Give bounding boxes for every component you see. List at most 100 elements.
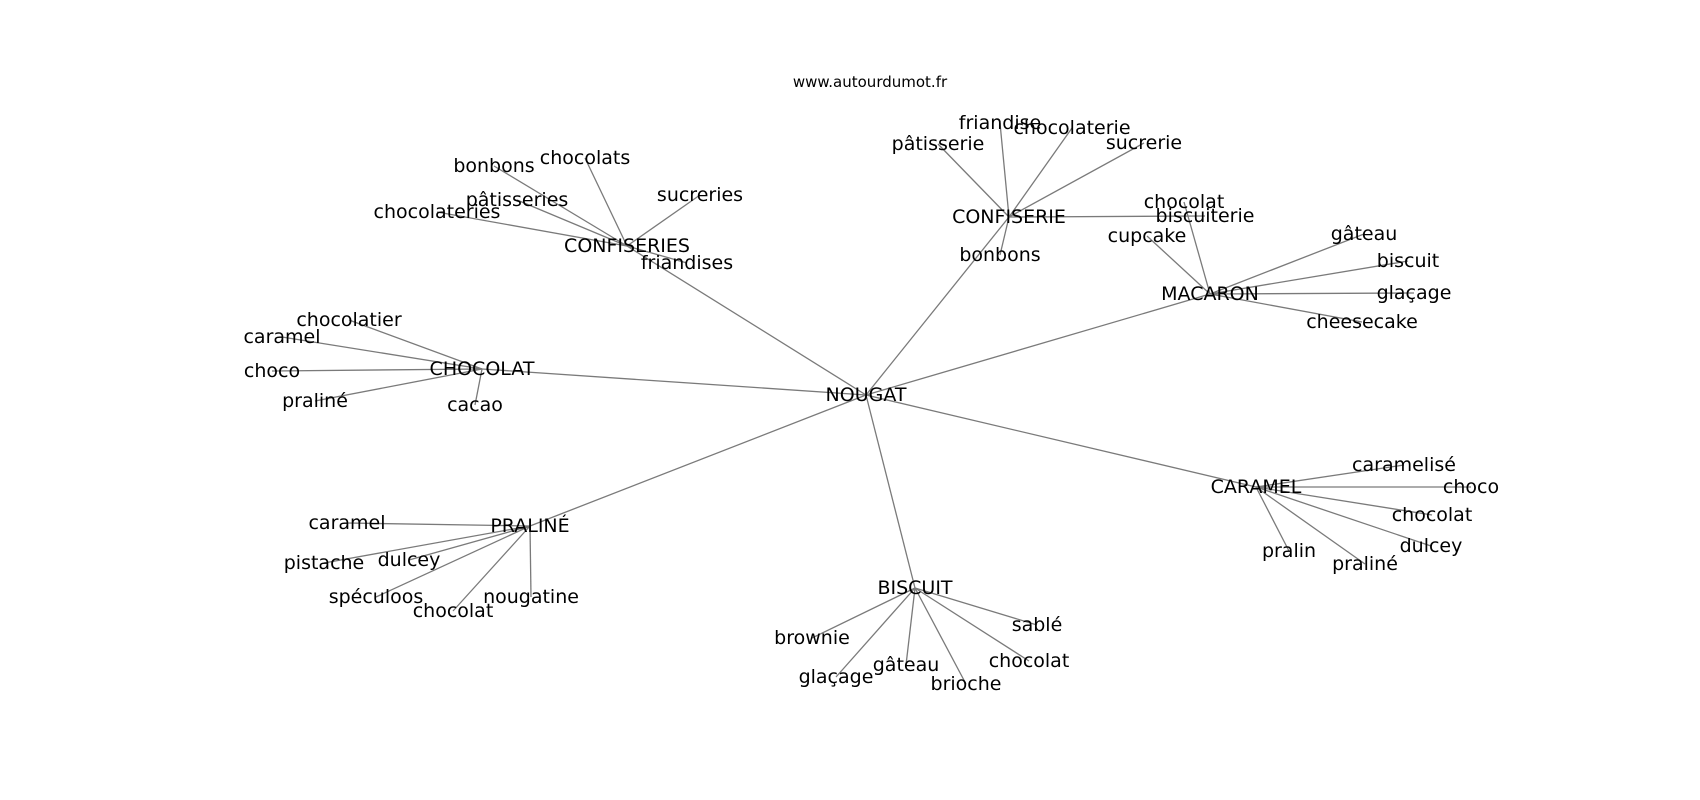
word-node-label: gâteau	[873, 654, 940, 676]
word-node-label: glaçage	[1377, 282, 1452, 304]
hub-node-label: CHOCOLAT	[430, 358, 535, 380]
word-node-label: praliné	[282, 390, 348, 412]
word-node-label: dulcey	[378, 549, 441, 571]
word-node-label: chocolat	[413, 600, 494, 622]
hub-word-edge	[1255, 486, 1290, 552]
word-node-label: caramelisé	[1352, 454, 1456, 476]
center-hub-edge	[865, 293, 1211, 396]
hub-word-edge	[626, 194, 701, 247]
hub-word-edge	[348, 319, 483, 370]
word-node-label: cheesecake	[1306, 311, 1418, 333]
word-node-label: chocolat	[989, 650, 1070, 672]
hub-word-edge	[1209, 293, 1363, 323]
word-node-label: pâtisserie	[892, 133, 985, 155]
hub-word-edge	[626, 245, 688, 264]
center-hub-edge	[865, 394, 1257, 488]
center-hub-edge	[865, 394, 916, 589]
hub-node-label: MACARON	[1161, 283, 1259, 305]
hub-node-label: CONFISERIE	[952, 206, 1066, 228]
word-node-label: pistache	[284, 552, 365, 574]
center-hub-edge	[626, 245, 867, 396]
word-node-label: biscuit	[1377, 250, 1439, 272]
word-node-label: cupcake	[1108, 225, 1187, 247]
hub-word-edge	[914, 587, 967, 685]
word-node-label: chocolateries	[374, 201, 501, 223]
hub-word-edge	[835, 587, 916, 678]
hub-word-edge	[1209, 260, 1409, 295]
hub-word-edge	[516, 199, 628, 247]
hub-word-edge	[1146, 235, 1211, 295]
word-node-label: brownie	[774, 627, 850, 649]
hub-word-edge	[1209, 233, 1365, 295]
word-node-label: caramel	[308, 512, 385, 534]
hub-word-edge	[1008, 215, 1206, 218]
hub-word-edge	[999, 122, 1010, 218]
hub-word-edge	[1255, 464, 1405, 488]
word-node-label: gâteau	[1331, 223, 1398, 245]
word-node-label: praliné	[1332, 553, 1398, 575]
word-node-label: sucreries	[657, 184, 743, 206]
hub-word-edge	[1183, 201, 1211, 295]
center-hub-edge	[865, 216, 1010, 396]
hub-node-label: PRALINÉ	[490, 514, 569, 537]
hub-word-edge	[1255, 486, 1366, 565]
word-node-label: bonbons	[453, 155, 534, 177]
center-node-label: NOUGAT	[826, 384, 907, 406]
word-node-label: cacao	[447, 394, 503, 416]
word-node-label: bonbons	[959, 244, 1040, 266]
source-watermark: www.autourdumot.fr	[793, 73, 948, 91]
hub-word-edge	[1008, 127, 1073, 218]
word-node-label: friandise	[959, 112, 1041, 134]
hub-node-label: BISCUIT	[877, 577, 952, 599]
hub-node-label: CARAMEL	[1211, 476, 1302, 498]
word-node-label: brioche	[931, 673, 1002, 695]
graph-labels: NOUGAT CONFISERIES bonbons chocolats pâtisse…	[243, 112, 1499, 695]
word-node-label: caramel	[243, 326, 320, 348]
hub-word-edge	[474, 368, 483, 406]
word-node-label: glaçage	[799, 666, 874, 688]
hub-word-edge	[452, 525, 531, 612]
word-node-label: nougatine	[483, 586, 579, 608]
hub-word-edge	[1008, 142, 1145, 218]
word-node-label: sucrerie	[1106, 132, 1182, 154]
word-node-label: friandises	[641, 252, 733, 274]
word-node-label: spéculoos	[329, 586, 424, 608]
word-node-label: chocolaterie	[1013, 117, 1130, 139]
hub-word-edge	[914, 587, 1038, 626]
hub-word-edge	[408, 525, 531, 561]
hub-word-edge	[314, 368, 483, 402]
word-node-label: sablé	[1012, 614, 1063, 636]
hub-word-edge	[1255, 486, 1433, 516]
word-node-label: chocolats	[540, 147, 630, 169]
word-node-label: pâtisseries	[466, 189, 569, 211]
hub-word-edge	[375, 525, 531, 598]
hub-word-edge	[493, 165, 628, 247]
hub-word-edge	[281, 336, 483, 370]
word-node-label: choco	[1443, 476, 1499, 498]
center-hub-edge	[529, 394, 867, 527]
hub-word-edge	[436, 211, 628, 247]
hub-word-edge	[529, 525, 532, 598]
hub-node-label: CONFISERIES	[564, 235, 690, 257]
hub-word-edge	[914, 587, 1030, 662]
hub-word-edge	[999, 216, 1010, 256]
word-node-label: chocolatier	[296, 309, 402, 331]
hub-word-edge	[323, 525, 531, 564]
word-node-label: chocolat	[1144, 191, 1225, 213]
word-node-label: pralin	[1262, 540, 1316, 562]
word-node-label: dulcey	[1400, 535, 1463, 557]
hub-word-edge	[811, 587, 916, 639]
hub-word-edge	[584, 157, 628, 247]
hub-word-edge	[937, 143, 1010, 218]
word-node-label: choco	[244, 360, 300, 382]
graph-edges	[271, 122, 1471, 685]
hub-word-edge	[905, 587, 916, 666]
hub-word-edge	[1255, 486, 1432, 547]
center-hub-edge	[481, 368, 867, 396]
hub-word-edge	[1209, 292, 1415, 295]
hub-word-edge	[271, 368, 483, 372]
word-node-label: chocolat	[1392, 504, 1473, 526]
word-node-label: biscuiterie	[1156, 205, 1255, 227]
hub-word-edge	[346, 522, 531, 527]
